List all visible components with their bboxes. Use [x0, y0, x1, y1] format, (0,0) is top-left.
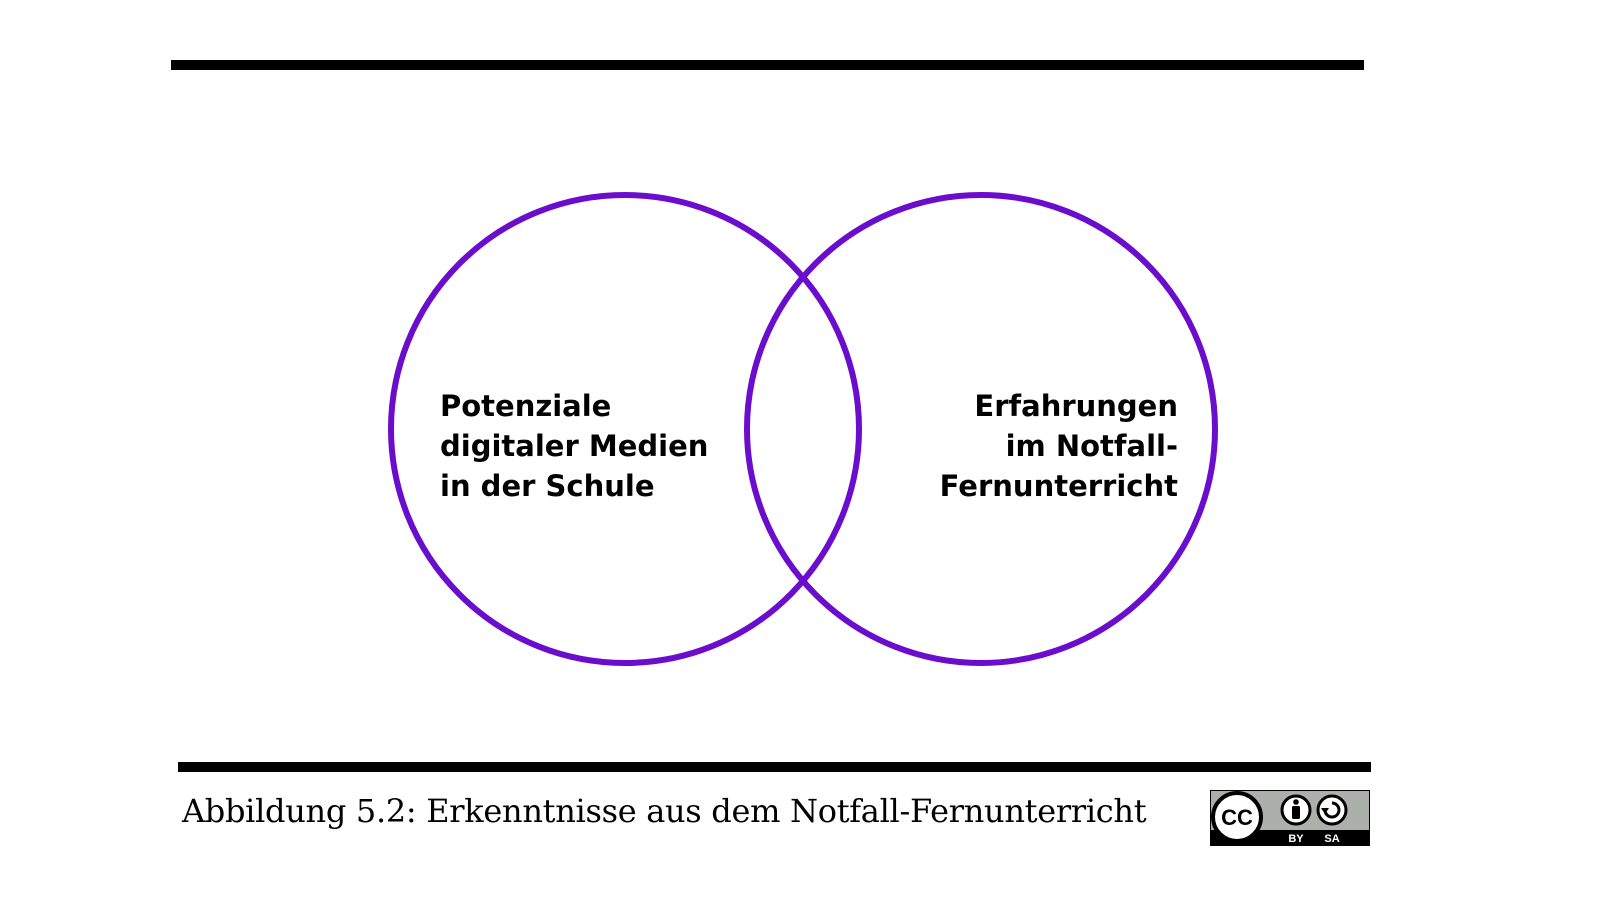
left-label-line-2: digitaler Medien: [440, 429, 709, 463]
bottom-rule: [178, 762, 1371, 772]
top-rule: [171, 60, 1364, 70]
left-label-line-1: Potenziale: [440, 389, 612, 423]
figure-caption: Abbildung 5.2: Erkenntnisse aus dem Notf…: [182, 792, 1147, 830]
venn-diagram: [388, 192, 1218, 666]
by-person-icon: [1280, 794, 1312, 826]
left-label-line-3: in der Schule: [440, 469, 655, 503]
right-circle-label: Erfahrungen im Notfall- Fernunterricht: [940, 386, 1178, 506]
cc-icon-text: CC: [1221, 805, 1253, 830]
right-circle: [744, 192, 1218, 666]
cc-by-sa-badge[interactable]: CC BY SA: [1210, 790, 1370, 846]
left-circle: [388, 192, 862, 666]
right-label-line-1: Erfahrungen: [974, 389, 1178, 423]
by-label: BY: [1288, 833, 1304, 845]
sa-share-alike-icon: [1316, 794, 1348, 826]
cc-icon: CC: [1211, 791, 1263, 843]
right-label-line-3: Fernunterricht: [939, 469, 1178, 503]
left-circle-label: Potenziale digitaler Medien in der Schul…: [440, 386, 708, 506]
right-label-line-2: im Notfall-: [1005, 429, 1178, 463]
sa-label: SA: [1324, 833, 1339, 845]
